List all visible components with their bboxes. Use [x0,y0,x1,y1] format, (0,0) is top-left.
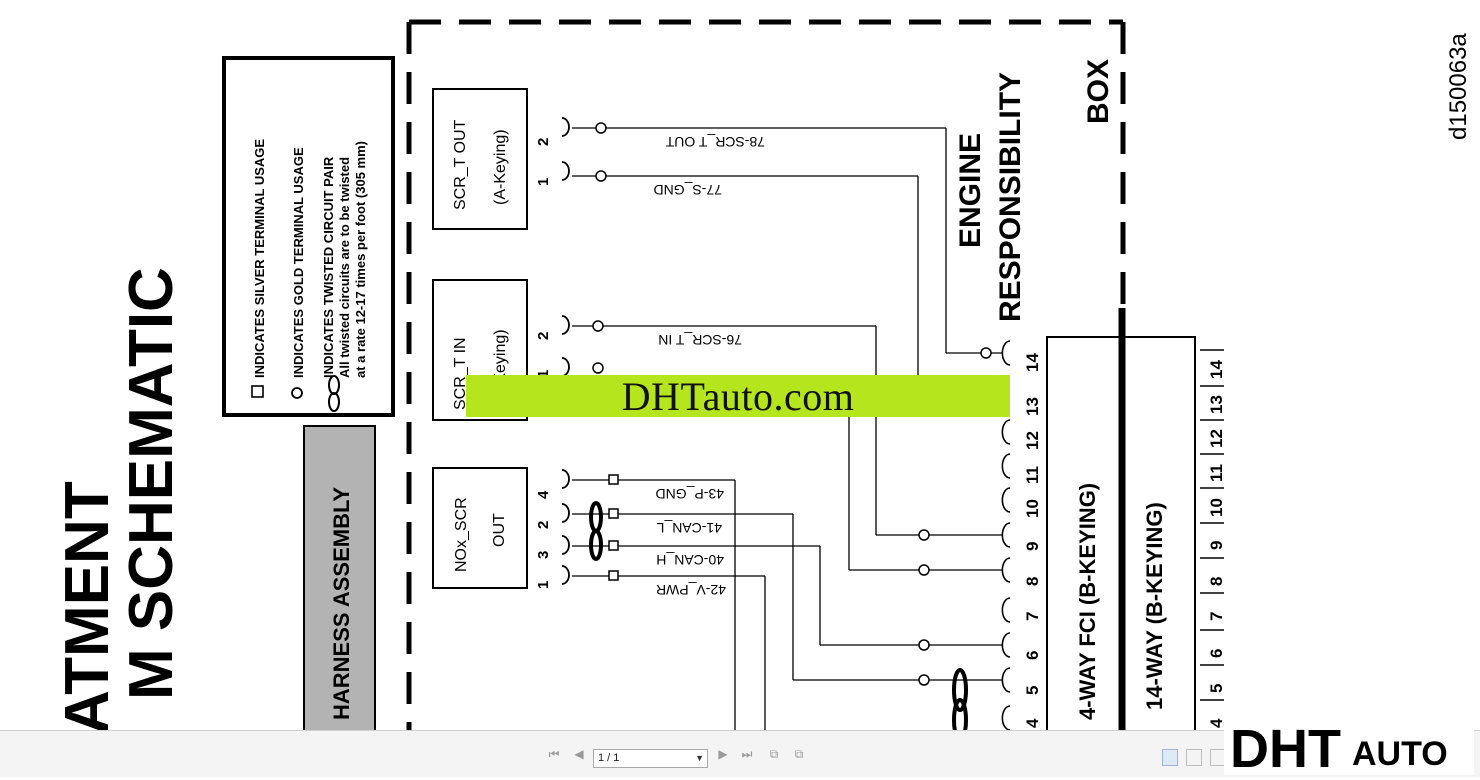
way14-pin-9: 9 [1207,541,1226,550]
fci-pin-numbers: 14 13 12 11 10 9 8 7 6 5 4 [1023,353,1042,728]
legend-gold-text: INDICATES GOLD TERMINAL USAGE [291,147,306,378]
way14-pin-6: 6 [1207,649,1226,658]
wire-label-43: 43-P_GND [656,486,724,502]
connector-nox-scr-keying: OUT [491,513,508,547]
fci-pin-5: 5 [1023,686,1042,695]
wire-label-76: 76-SCR_T IN [658,332,742,348]
way14-connector-label: 14-WAY (B-KEYING) [1142,502,1167,710]
fci-connector-label: 4-WAY FCI (B-KEYING) [1075,483,1100,720]
pin-scr-in-1: 1 [535,370,552,378]
fci-pin-6: 6 [1023,651,1042,660]
copy-all-icon[interactable]: ⧉ [794,747,804,761]
logo-letters: DHT [1230,719,1341,775]
mating-connector-block: 4-WAY FCI (B-KEYING) 14-WAY (B-KEYING) [1046,308,1196,730]
wire-label-42: 42-V_PWR [656,582,726,598]
single-page-view-icon[interactable] [1162,749,1178,766]
last-page-icon[interactable]: ⏭ [741,747,753,761]
fci-pin-12: 12 [1023,431,1042,450]
pin-nox-1: 1 [535,581,552,589]
wire-label-78: 78-SCR_T OUT [665,134,765,150]
connector-scr-t-out-keying: (A-Keying) [492,129,509,205]
pin-scr-out-2: 2 [535,138,552,146]
legend-twisted-line-2: at a rate 12-17 times per foot (305 mm) [353,141,368,378]
fci-pin-8: 8 [1023,577,1042,586]
way14-pin-4: 4 [1207,718,1226,728]
pin-nox-3: 3 [535,551,552,559]
fci-pin-13: 13 [1023,397,1042,416]
engine-label: ENGINE [954,133,987,248]
silver-square-icon [251,385,264,398]
way14-pin-8: 8 [1207,577,1226,586]
pin-scr-out-1: 1 [535,178,552,186]
way14-pin-11: 11 [1207,464,1226,482]
wire-label-77: 77-S_GND [654,182,722,198]
connector-scr-t-out: SCR_T OUT (A-Keying) [432,88,528,230]
fci-pin-14: 14 [1023,353,1042,372]
way14-pin-14: 14 [1207,360,1226,379]
watermark-banner: DHTauto.com [466,373,1010,419]
connector-scr-t-out-name: SCR_T OUT [452,119,469,210]
wiring-schematic: ATMENT M SCHEMATIC INDICATES SILVER TERM… [53,19,1472,730]
schematic-title-line-1: ATMENT [53,481,122,730]
fci-pin-9: 9 [1023,542,1042,551]
legend-box: INDICATES SILVER TERMINAL USAGE INDICATE… [222,56,395,417]
copy-page-icon[interactable]: ⧉ [769,747,779,761]
way14-pin-column: 14 13 12 11 10 9 8 7 6 5 4 [1200,349,1226,728]
next-page-icon[interactable]: ▶ [718,747,728,761]
dht-auto-logo-graphic: DHT AUTO [1230,719,1448,779]
connector-nox-scr-out: NOx_SCR OUT [432,467,528,589]
wire-label-41: 41-CAN_L [656,520,722,536]
fci-pin-10: 10 [1023,499,1042,518]
harness-assembly-block: HARNESS ASSEMBLY [303,425,376,730]
dht-auto-logo: DHT AUTO [1224,715,1474,779]
way14-pin-12: 12 [1207,429,1226,448]
legend-silver-text: INDICATES SILVER TERMINAL USAGE [252,139,267,378]
pin-scr-in-2: 2 [535,332,552,340]
schematic-title-line-2: M SCHEMATIC [117,267,186,700]
legend-twisted-line-1: All twisted circuits are to be twisted [337,157,352,378]
fci-pin-11: 11 [1023,466,1042,484]
fci-pin-4: 4 [1023,718,1042,728]
watermark-text: DHTauto.com [621,373,855,419]
gold-circle-icon [291,387,303,399]
wire-paths [572,127,1003,730]
connector-scr-t-in-name: SCR_T IN [452,337,469,410]
pin-nox-4: 4 [535,490,552,499]
drawing-id: d150063a [1445,33,1472,140]
continuous-view-icon[interactable] [1186,749,1202,766]
chevron-down-icon: ▼ [695,753,704,763]
way14-pin-7: 7 [1207,612,1226,621]
first-page-icon[interactable]: ⏮ [548,747,560,761]
page-indicator: 1 / 1 [598,752,620,764]
fci-pin-7: 7 [1023,612,1042,621]
harness-assembly-label: HARNESS ASSEMBLY [329,487,354,720]
previous-page-icon[interactable]: ◀ [574,747,584,761]
way14-pin-5: 5 [1207,684,1226,693]
pin-nox-2: 2 [535,521,552,529]
responsibility-boundary [406,19,1126,730]
twisted-pair-marker [589,501,968,730]
connector-nox-scr-name: NOx_SCR [453,497,470,572]
wire-label-40: 40-CAN_H [656,552,724,568]
twisted-pair-icon [328,375,340,412]
way14-pin-13: 13 [1207,395,1226,414]
page-number-select[interactable]: 1 / 1 ▼ [593,749,708,768]
legend-twisted-title: INDICATES TWISTED CIRCUIT PAIR [321,156,336,378]
logo-suffix: AUTO [1352,735,1448,773]
box-label: BOX [1082,59,1115,124]
way14-pin-10: 10 [1207,498,1226,517]
document-viewport: ATMENT M SCHEMATIC INDICATES SILVER TERM… [53,19,1472,730]
responsibility-label: RESPONSIBILITY [994,72,1027,322]
